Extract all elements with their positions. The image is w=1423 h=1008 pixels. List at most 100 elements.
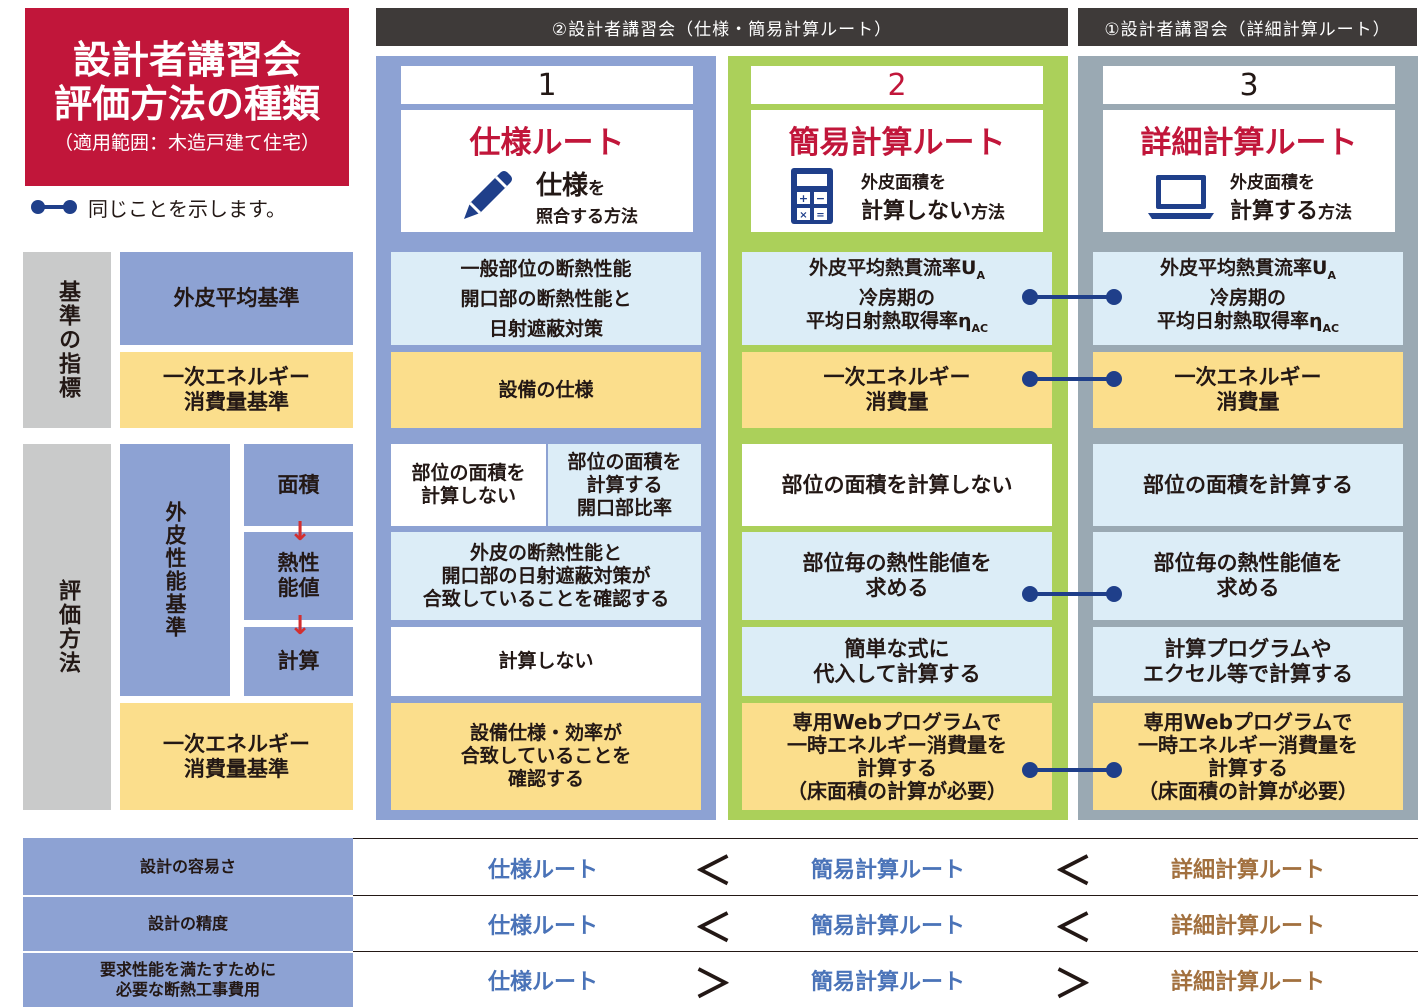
svg-text:×: × (799, 210, 807, 221)
connector-thermal (1022, 586, 1122, 602)
route2-u-text: 外皮平均熱貫流率U (809, 257, 977, 280)
route2-name: 簡易計算ルート (788, 124, 1006, 161)
route2-indicator-energy: 一次エネルギー 消費量 (742, 352, 1052, 428)
title-line2: 評価方法の種類 (53, 82, 320, 126)
route1-area-right: 部位の面積を 計算する 開口部比率 (548, 444, 701, 526)
route2-thermal: 部位毎の熱性能値を 求める (742, 532, 1052, 620)
route3-desc-line1: 外皮面積を (1229, 172, 1315, 193)
title-scope: （適用範囲：木造戸建て住宅） (53, 132, 320, 154)
step-area: 面積 (244, 444, 353, 526)
route3-energy: 専用Webプログラムで 一時エネルギー消費量を 計算する （床面積の計算が必要） (1093, 703, 1403, 810)
route1-desc-small: を (588, 179, 606, 199)
route3-thermal: 部位毎の熱性能値を 求める (1093, 532, 1403, 620)
route1-number: 1 (401, 66, 693, 104)
connector-legend-icon (31, 200, 77, 214)
route2-indicator-outer: 外皮平均熱貫流率UA 冷房期の 平均日射熱取得率ηAC (742, 252, 1052, 345)
comparison-label-ease: 設計の容易さ (23, 838, 353, 895)
connector-indicator-outer (1022, 289, 1122, 305)
route2-desc-big: 計算しない (860, 198, 971, 224)
down-arrow-2: ↓ (289, 611, 311, 641)
route1-energy: 設備仕様・効率が 合致していることを 確認する (391, 703, 701, 810)
step-thermal: 熱性 能値 (244, 532, 353, 620)
route3-u-text: 外皮平均熱貫流率U (1160, 257, 1328, 280)
route1-name: 仕様ルート (469, 124, 625, 161)
route1-calc: 計算しない (391, 627, 701, 696)
route2-area: 部位の面積を計算しない (742, 444, 1052, 526)
svg-text:+: + (799, 192, 808, 205)
outer-perf-label: 外皮性能基準 (120, 444, 230, 696)
route3-eta-text: 平均日射熱取得率η (1156, 310, 1323, 332)
cmp-cost-r1: 仕様ルート (487, 970, 598, 995)
comparison-row-accuracy: 仕様ルート ＜ 簡易計算ルート ＜ 詳細計算ルート (353, 895, 1418, 951)
step-calc: 計算 (244, 627, 353, 696)
route3-card: 詳細計算ルート 外皮面積を 計算する方法 (1103, 110, 1395, 232)
route1-desc-line2: 照合する方法 (536, 207, 638, 227)
indicator-label: 基準の指標 (23, 252, 111, 428)
svg-text:=: = (816, 210, 824, 221)
route1-thermal: 外皮の断熱性能と 開口部の日射遮蔽対策が 合致していることを確認する (391, 532, 701, 620)
comparison-row-cost: 仕様ルート ＞ 簡易計算ルート ＞ 詳細計算ルート (353, 951, 1418, 1007)
method-label: 評価方法 (23, 444, 111, 810)
connector-energy (1022, 762, 1122, 778)
down-arrow-1: ↓ (289, 517, 311, 547)
route1-indicator-energy: 設備の仕様 (391, 352, 701, 428)
cmp-cost-r3: 詳細計算ルート (1170, 970, 1325, 995)
comparison-label-cost: 要求性能を満たすために 必要な断熱工事費用 (23, 951, 353, 1007)
cmp-acc-s1: ＜ (693, 905, 732, 950)
cmp-ease-s2: ＜ (1053, 849, 1092, 893)
route2-energy: 専用Webプログラムで 一時エネルギー消費量を 計算する （床面積の計算が必要） (742, 703, 1052, 810)
cmp-ease-r1: 仕様ルート (487, 857, 598, 883)
route2-card: 簡易計算ルート + − × = 外皮面積を 計算しない方法 (751, 110, 1043, 232)
legend: 同じことを示します。 (30, 192, 350, 222)
cmp-acc-s2: ＜ (1053, 905, 1092, 950)
route2-cooling: 冷房期の (858, 287, 935, 309)
route3-u-sub: A (1327, 269, 1336, 282)
route2-desc-line1: 外皮面積を (860, 172, 946, 193)
header-left: ②設計者講習会（仕様・簡易計算ルート） (376, 8, 1068, 46)
cmp-cost-s2: ＞ (1053, 961, 1092, 1006)
route3-indicator-outer: 外皮平均熱貫流率UA 冷房期の 平均日射熱取得率ηAC (1093, 252, 1403, 345)
route2-desc-small: 方法 (971, 202, 1005, 223)
route2-number: 2 (751, 66, 1043, 104)
energy-standard-label: 一次エネルギー 消費量基準 (120, 352, 353, 428)
header-right: ①設計者講習会（詳細計算ルート） (1078, 8, 1417, 46)
title-line1: 設計者講習会 (72, 38, 301, 82)
route3-number: 3 (1103, 66, 1395, 104)
route2-eta-sub: AC (971, 321, 989, 335)
route1-card: 仕様ルート 仕様を 照合する方法 (401, 110, 693, 232)
cmp-acc-r3: 詳細計算ルート (1170, 914, 1325, 939)
cmp-acc-r2: 簡易計算ルート (810, 914, 965, 939)
laptop-icon (1147, 175, 1214, 219)
route3-calc: 計算プログラムや エクセル等で計算する (1093, 627, 1403, 696)
indicator-label-text: 基準の指標 (55, 280, 80, 400)
route2-calc: 簡単な式に 代入して計算する (742, 627, 1052, 696)
cmp-cost-s1: ＞ (693, 961, 732, 1006)
route1-desc-big: 仕様 (536, 171, 589, 201)
route3-desc-big: 計算する (1229, 198, 1318, 224)
svg-text:−: − (816, 192, 825, 205)
route3-indicator-energy: 一次エネルギー 消費量 (1093, 352, 1403, 428)
connector-indicator-energy (1022, 371, 1122, 387)
energy-standard-label-2: 一次エネルギー 消費量基準 (120, 703, 353, 810)
route2-eta-text: 平均日射熱取得率η (805, 310, 972, 332)
cmp-ease-s1: ＜ (693, 849, 732, 893)
calculator-icon: + − × = (790, 168, 833, 224)
comparison-label-accuracy: 設計の精度 (23, 895, 353, 951)
route3-desc-small: 方法 (1318, 202, 1352, 223)
cmp-cost-r2: 簡易計算ルート (810, 970, 965, 995)
outer-perf-text: 外皮性能基準 (163, 501, 187, 639)
pen-icon (464, 171, 512, 219)
cmp-ease-r2: 簡易計算ルート (810, 857, 965, 883)
route1-area-left: 部位の面積を 計算しない (391, 444, 546, 526)
route3-cooling: 冷房期の (1209, 287, 1286, 309)
route3-area: 部位の面積を計算する (1093, 444, 1403, 526)
cmp-ease-r3: 詳細計算ルート (1170, 857, 1325, 883)
route3-name: 詳細計算ルート (1140, 124, 1358, 161)
route2-u-sub: A (976, 269, 985, 282)
route3-eta-sub: AC (1322, 321, 1340, 335)
legend-text: 同じことを示します。 (88, 196, 286, 221)
cmp-acc-r1: 仕様ルート (487, 914, 598, 939)
comparison-table: 設計の容易さ 仕様ルート ＜ 簡易計算ルート ＜ 詳細計算ルート 設計の精度 仕… (23, 838, 1418, 1007)
method-label-text: 評価方法 (55, 579, 80, 675)
title-block: 設計者講習会 評価方法の種類 （適用範囲：木造戸建て住宅） (25, 8, 349, 186)
